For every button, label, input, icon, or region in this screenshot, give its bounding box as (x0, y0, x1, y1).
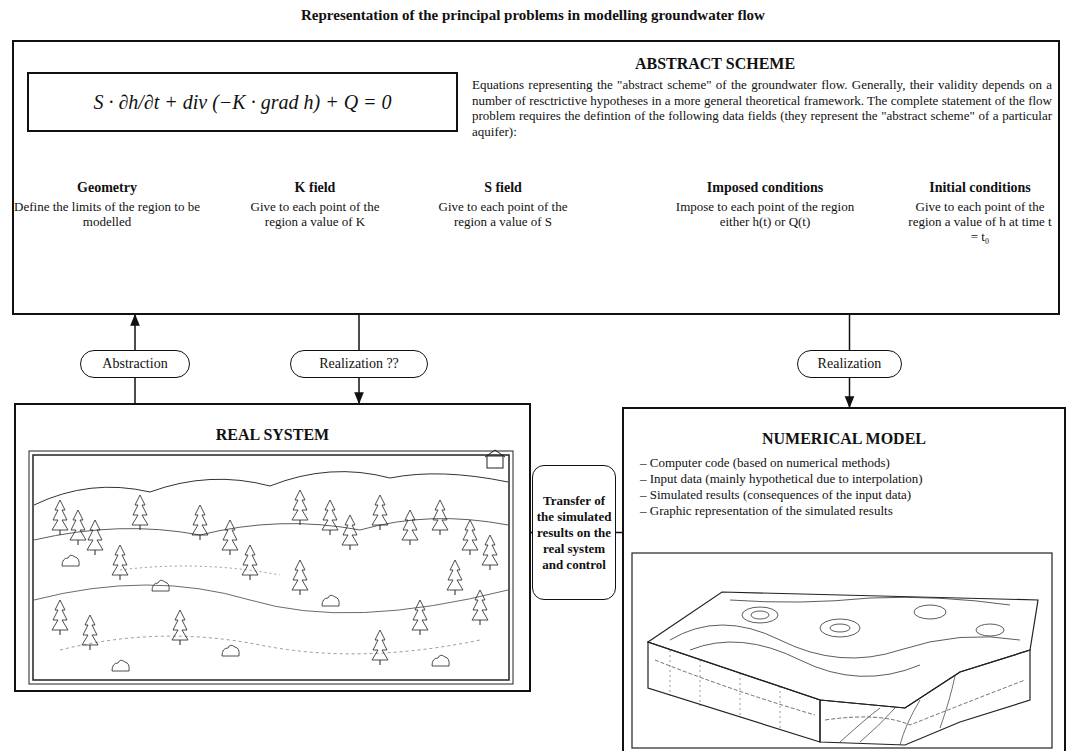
node-heading: Realization (818, 356, 882, 372)
node-heading: Transfer of the simulated results on the… (536, 493, 612, 573)
process-label: Abstraction (80, 350, 190, 378)
connector-arrow (849, 378, 851, 407)
equation-box: S · ∂h/∂t + div (−K · grad h) + Q = 0 (27, 72, 458, 132)
landscape-sketch (29, 450, 513, 684)
field-heading: S field (428, 180, 578, 196)
node-heading: Realization ?? (319, 356, 399, 372)
system-box: REAL SYSTEM (14, 403, 531, 692)
scheme-box: ABSTRACT SCHEME Equations representing th… (12, 40, 1060, 315)
field-heading: Geometry (12, 180, 202, 196)
connector-arrow (134, 378, 136, 403)
node-text: – Simulated results (consequences of the… (640, 487, 911, 502)
field-description: Give to each point of the region a value… (245, 199, 385, 229)
node-text: – Graphic representation of the simulate… (640, 503, 893, 518)
model-box: NUMERICAL MODEL – Computer code (based on… (622, 407, 1066, 751)
field-heading: Imposed conditions (655, 180, 875, 196)
model-block-drawing (632, 553, 1052, 748)
diagram-title: Representation of the principal problems… (0, 7, 1066, 24)
field-description: Define the limits of the region to be mo… (12, 199, 202, 229)
field-description: Give to each point of the region a value… (433, 199, 573, 229)
transfer-box: Transfer of the simulated results on the… (532, 465, 616, 600)
node-text: – Computer code (based on numerical meth… (640, 455, 890, 470)
process-label: Realization ?? (290, 350, 428, 378)
field-description: Give to each point of the region a value… (908, 199, 1052, 244)
node-heading: REAL SYSTEM (16, 425, 529, 444)
field-heading: Initial conditions (905, 180, 1055, 196)
connector-arrow (134, 315, 136, 350)
field-heading: K field (240, 180, 390, 196)
field-description: Impose to each point of the region eithe… (670, 199, 860, 229)
node-heading: S · ∂h/∂t + div (−K · grad h) + Q = 0 (93, 91, 391, 114)
node-heading: Abstraction (102, 356, 167, 372)
node-text: Equations representing the "abstract sch… (472, 77, 1052, 139)
connector-arrow (358, 378, 360, 403)
connector-arrow (849, 315, 851, 350)
node-text: – Input data (mainly hypothetical due to… (640, 471, 923, 486)
node-heading: NUMERICAL MODEL (624, 429, 1064, 448)
process-label: Realization (797, 350, 902, 378)
connector-arrow (358, 315, 360, 350)
node-heading: ABSTRACT SCHEME (460, 54, 970, 73)
